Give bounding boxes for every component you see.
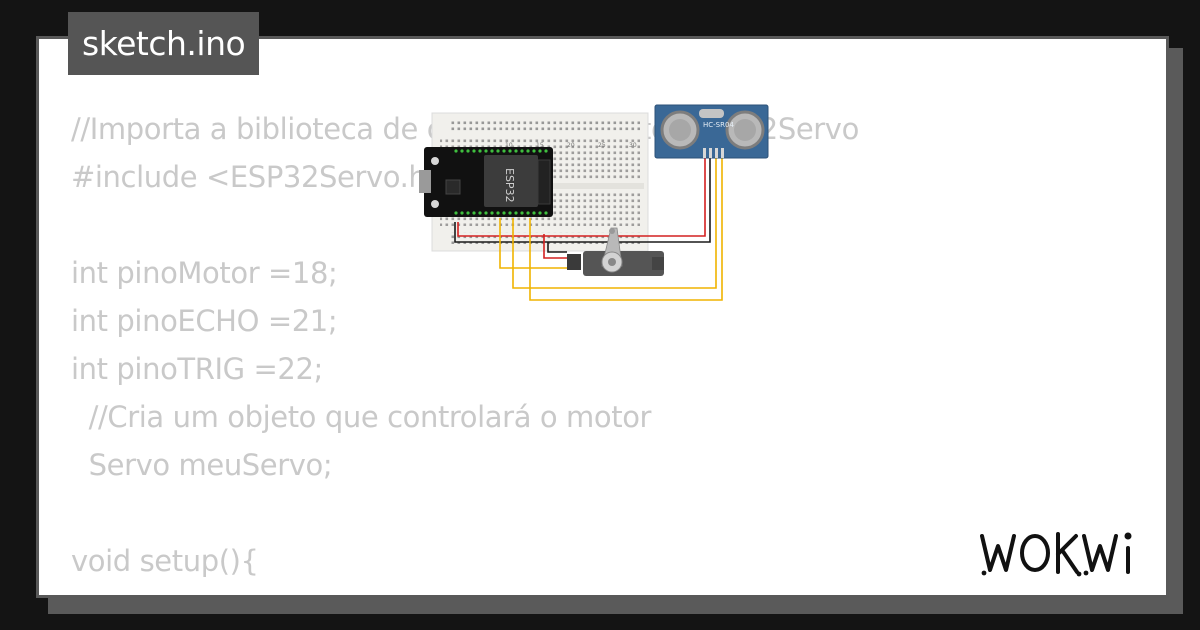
code-line: Servo meuServo; <box>71 448 333 482</box>
ultrasonic-sensor: HC-SR04 <box>654 104 769 159</box>
esp32-board: ESP32 <box>419 147 553 217</box>
ground-wire <box>454 158 711 243</box>
code-line: #include <ESP32Servo.h> <box>71 160 451 194</box>
esp32-label: ESP32 <box>503 168 516 203</box>
code-line: int pinoMotor =18; <box>71 256 338 290</box>
wires <box>454 158 723 301</box>
file-name-tag: sketch.ino <box>68 12 260 75</box>
echo-wire <box>512 158 717 289</box>
code-line: //Cria um objeto que controlará o motor <box>71 400 652 434</box>
wokwi-logo <box>980 532 1132 577</box>
code-line: int pinoECHO =21; <box>71 304 338 338</box>
code-line: void setup(){ <box>71 544 259 578</box>
breadboard-number: 25 <box>598 142 606 149</box>
servo-power-wire <box>543 234 567 259</box>
power-wire <box>457 158 706 237</box>
breadboard-number: 20 <box>567 142 575 149</box>
sensor-label: HC-SR04 <box>703 121 734 129</box>
breadboard-number: 15 <box>536 142 544 149</box>
code-line: //Define o pino que controla o motor <box>71 585 859 595</box>
code-line: int pinoTRIG =22; <box>71 352 323 386</box>
trig-wire <box>529 158 723 301</box>
servo-motor <box>567 227 664 276</box>
breadboard-number: 30 <box>629 142 637 149</box>
servo-ground-wire <box>547 242 567 253</box>
breadboard-number: 10 <box>505 142 513 149</box>
servo-signal-wire <box>499 218 567 269</box>
